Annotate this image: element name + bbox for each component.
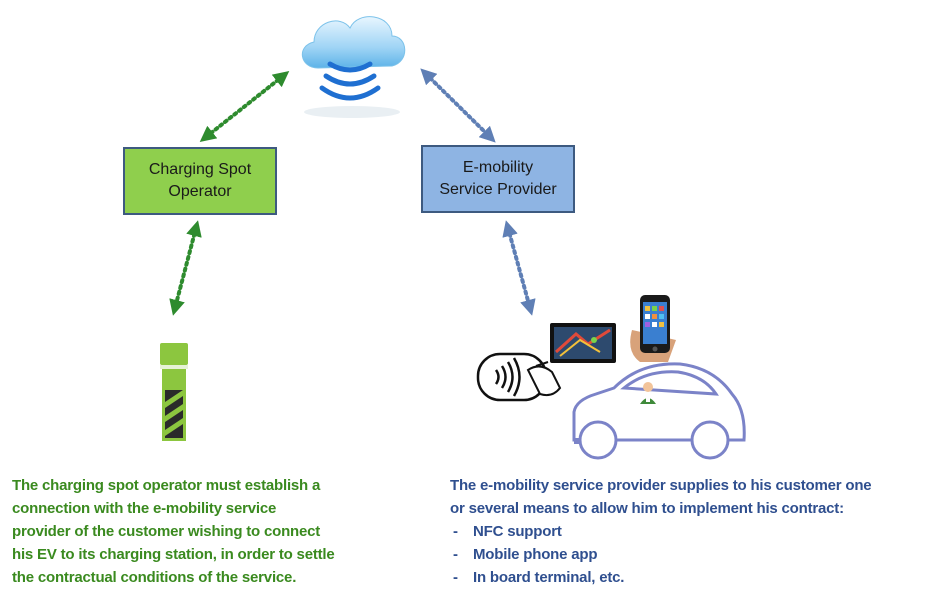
emsp-description: The e-mobility service provider supplies… xyxy=(450,474,946,589)
cso-description-line: The charging spot operator must establis… xyxy=(12,477,321,494)
emsp-description-line: The e-mobility service provider supplies… xyxy=(450,477,872,494)
cso-label-line2: Operator xyxy=(168,183,232,200)
cso-description-line: his EV to its charging station, in order… xyxy=(12,546,335,563)
emobility-service-provider-box: E-mobility Service Provider xyxy=(421,145,575,213)
bullet-dash: - xyxy=(453,569,458,586)
cso-description-line: connection with the e-mobility service xyxy=(12,500,277,517)
cso-description: The charging spot operator must establis… xyxy=(12,474,432,589)
list-item-label: NFC support xyxy=(473,523,562,540)
gps-terminal-icon xyxy=(550,323,616,363)
arrow-cloud-emsp xyxy=(420,68,496,143)
list-item: -NFC support xyxy=(450,520,946,543)
cso-description-line: the contractual conditions of the servic… xyxy=(12,569,297,586)
arrow-cso-spot xyxy=(169,220,202,316)
cso-description-line: provider of the customer wishing to conn… xyxy=(12,523,321,540)
emsp-label-line1: E-mobility xyxy=(462,159,534,176)
cso-label-line1: Charging Spot xyxy=(148,161,252,178)
list-item-label: Mobile phone app xyxy=(473,546,598,563)
list-item: -In board terminal, etc. xyxy=(450,566,946,589)
electric-car-icon xyxy=(572,362,746,460)
bullet-dash: - xyxy=(453,546,458,563)
nfc-card-icon xyxy=(476,352,562,402)
charging-spot-operator-box: Charging Spot Operator xyxy=(123,147,277,215)
bullet-dash: - xyxy=(453,523,458,540)
charging-spot-icon xyxy=(160,343,188,441)
arrow-emsp-devices xyxy=(502,220,536,316)
cloud-wireless-icon xyxy=(302,16,406,118)
smartphone-icon xyxy=(630,295,676,362)
emsp-description-line: or several means to allow him to impleme… xyxy=(450,500,844,517)
emsp-label-line2: Service Provider xyxy=(439,181,557,198)
arrow-cloud-cso xyxy=(199,71,290,142)
list-item-label: In board terminal, etc. xyxy=(473,569,625,586)
list-item: -Mobile phone app xyxy=(450,543,946,566)
